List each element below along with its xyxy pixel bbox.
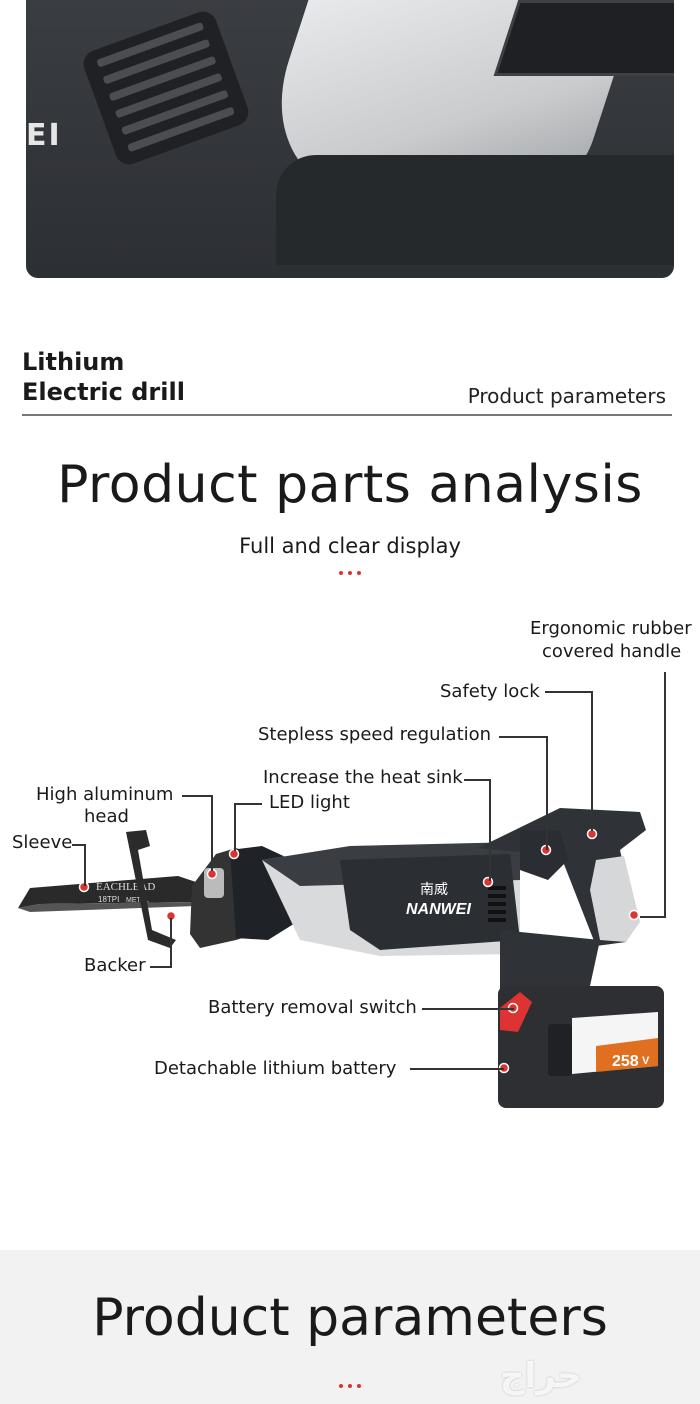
header-divider — [22, 414, 672, 416]
label-aluminum-line2: head — [84, 806, 129, 827]
label-backer: Backer — [84, 955, 146, 976]
marker-heat-sink — [482, 876, 494, 888]
label-ergonomic-line2: covered handle — [542, 641, 682, 662]
watermark-logo: حراج — [500, 1356, 582, 1396]
label-stepless: Stepless speed regulation — [258, 724, 492, 745]
label-sleeve: Sleeve — [12, 832, 73, 853]
marker-ergonomic — [628, 909, 640, 921]
battery-voltage: 258 — [612, 1053, 639, 1070]
logo-cn: 南威 — [420, 882, 448, 898]
label-heat-sink: Increase the heat sink — [263, 767, 463, 788]
decorative-dots-bottom — [339, 1384, 361, 1390]
decorative-dots — [339, 571, 361, 577]
analysis-title: Product parts analysis — [57, 455, 643, 515]
parameters-title: Product parameters — [92, 1288, 608, 1348]
brand-title-line2: Electric drill — [22, 378, 185, 406]
section-link-parameters[interactable]: Product parameters — [467, 384, 666, 408]
blade-tpi-text: 18TPI — [98, 895, 119, 904]
label-battery-switch: Battery removal switch — [208, 997, 417, 1018]
label-led: LED light — [269, 792, 350, 813]
product-photo: EI — [26, 0, 674, 278]
photo-brand-tag: EI — [26, 118, 62, 153]
logo-en: NANWEI — [406, 901, 471, 918]
saw-shoe — [126, 830, 176, 948]
blade-metal-text: METAL — [126, 897, 149, 904]
battery-voltage-unit: V — [642, 1055, 650, 1067]
reciprocating-saw-illustration: EACHLEAD 18TPI METAL 南威 NANWEI 258 V — [18, 808, 664, 1108]
label-battery: Detachable lithium battery — [154, 1058, 397, 1079]
label-aluminum-line1: High aluminum — [36, 784, 174, 805]
saw-blade — [18, 876, 196, 908]
label-safety-lock: Safety lock — [440, 681, 540, 702]
brand-title-line1: Lithium — [22, 348, 125, 376]
analysis-subtitle: Full and clear display — [239, 534, 461, 558]
parameters-section — [0, 1250, 700, 1404]
blade-brand-text: EACHLEAD — [96, 881, 155, 893]
label-ergonomic-line1: Ergonomic rubber — [530, 618, 692, 639]
